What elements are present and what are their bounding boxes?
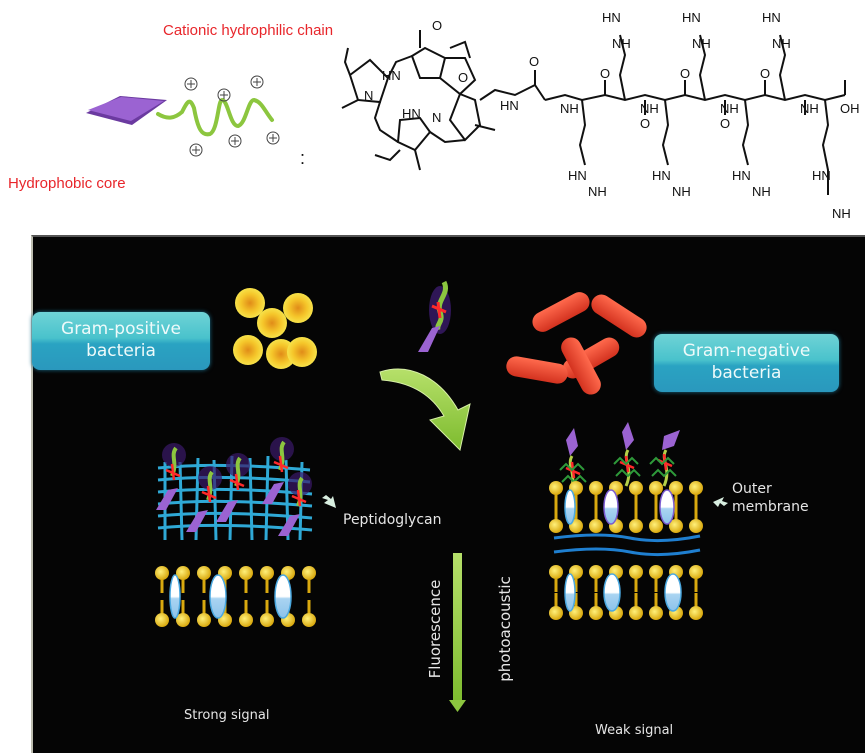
hydrophobic-core-label: Hydrophobic core: [8, 175, 126, 192]
atom-label: NH: [692, 36, 711, 51]
atom-label: HN: [500, 98, 519, 113]
hydrophilic-chain-icon: [156, 97, 274, 137]
chain-backbone: [544, 34, 846, 195]
hydrophobic-core-icon: [86, 96, 167, 125]
atom-label: O: [458, 70, 468, 85]
gram-positive-label-box: Gram-positive bacteria: [32, 312, 210, 370]
gram-negative-line2: bacteria: [711, 363, 782, 383]
atom-label: O: [600, 66, 610, 81]
cationic-hydrophilic-chain-label: Cationic hydrophilic chain: [163, 22, 334, 39]
chlorin-macrocycle: [341, 30, 546, 171]
atom-label: HN: [602, 10, 621, 25]
atom-label: HN: [652, 168, 671, 183]
atom-label: O: [432, 18, 442, 33]
atom-label: HN: [568, 168, 587, 183]
atom-label: NH: [752, 184, 771, 199]
colon: :: [300, 148, 305, 168]
amphiphile-schematic: :: [86, 75, 305, 168]
atom-label: HN: [812, 168, 831, 183]
chemical-structure: O O HN N N HN O HN O NH O NH O NH O O NH…: [341, 10, 860, 221]
atom-label: NH: [800, 101, 819, 116]
outer-membrane-label-line2: membrane: [732, 499, 809, 515]
atom-label: O: [529, 54, 539, 69]
gram-positive-line1: Gram-positive: [61, 319, 181, 339]
gram-negative-line1: Gram-negative: [682, 341, 811, 361]
atom-label: NH: [672, 184, 691, 199]
atom-label: NH: [560, 101, 579, 116]
atom-label: HN: [732, 168, 751, 183]
gram-negative-label-box: Gram-negative bacteria: [654, 334, 839, 392]
gram-positive-line2: bacteria: [86, 341, 156, 361]
strong-signal-label: Strong signal: [184, 708, 270, 723]
atom-label: HN: [382, 68, 401, 83]
atom-label: NH: [612, 36, 631, 51]
atom-label: N: [432, 110, 441, 125]
atom-label: O: [680, 66, 690, 81]
atom-label: NH: [640, 101, 659, 116]
outer-membrane-label-line1: Outer: [732, 481, 772, 497]
atom-label: O: [640, 116, 650, 131]
atom-label: O: [760, 66, 770, 81]
fluorescence-label: Fluorescence: [426, 579, 444, 679]
atom-label: HN: [762, 10, 781, 25]
atom-label: NH: [720, 101, 739, 116]
atom-label: NH: [772, 36, 791, 51]
atom-label: NH: [588, 184, 607, 199]
atom-label: NH: [832, 206, 851, 221]
atom-label: HN: [682, 10, 701, 25]
atom-label: HN: [402, 106, 421, 121]
peptidoglycan-label: Peptidoglycan: [343, 512, 442, 528]
photoacoustic-label: photoacoustic: [496, 576, 514, 682]
positive-charge-icons: [184, 75, 280, 157]
weak-signal-label: Weak signal: [595, 723, 674, 738]
atom-label: N: [364, 88, 373, 103]
atom-label: O: [720, 116, 730, 131]
atom-label: OH: [840, 101, 860, 116]
